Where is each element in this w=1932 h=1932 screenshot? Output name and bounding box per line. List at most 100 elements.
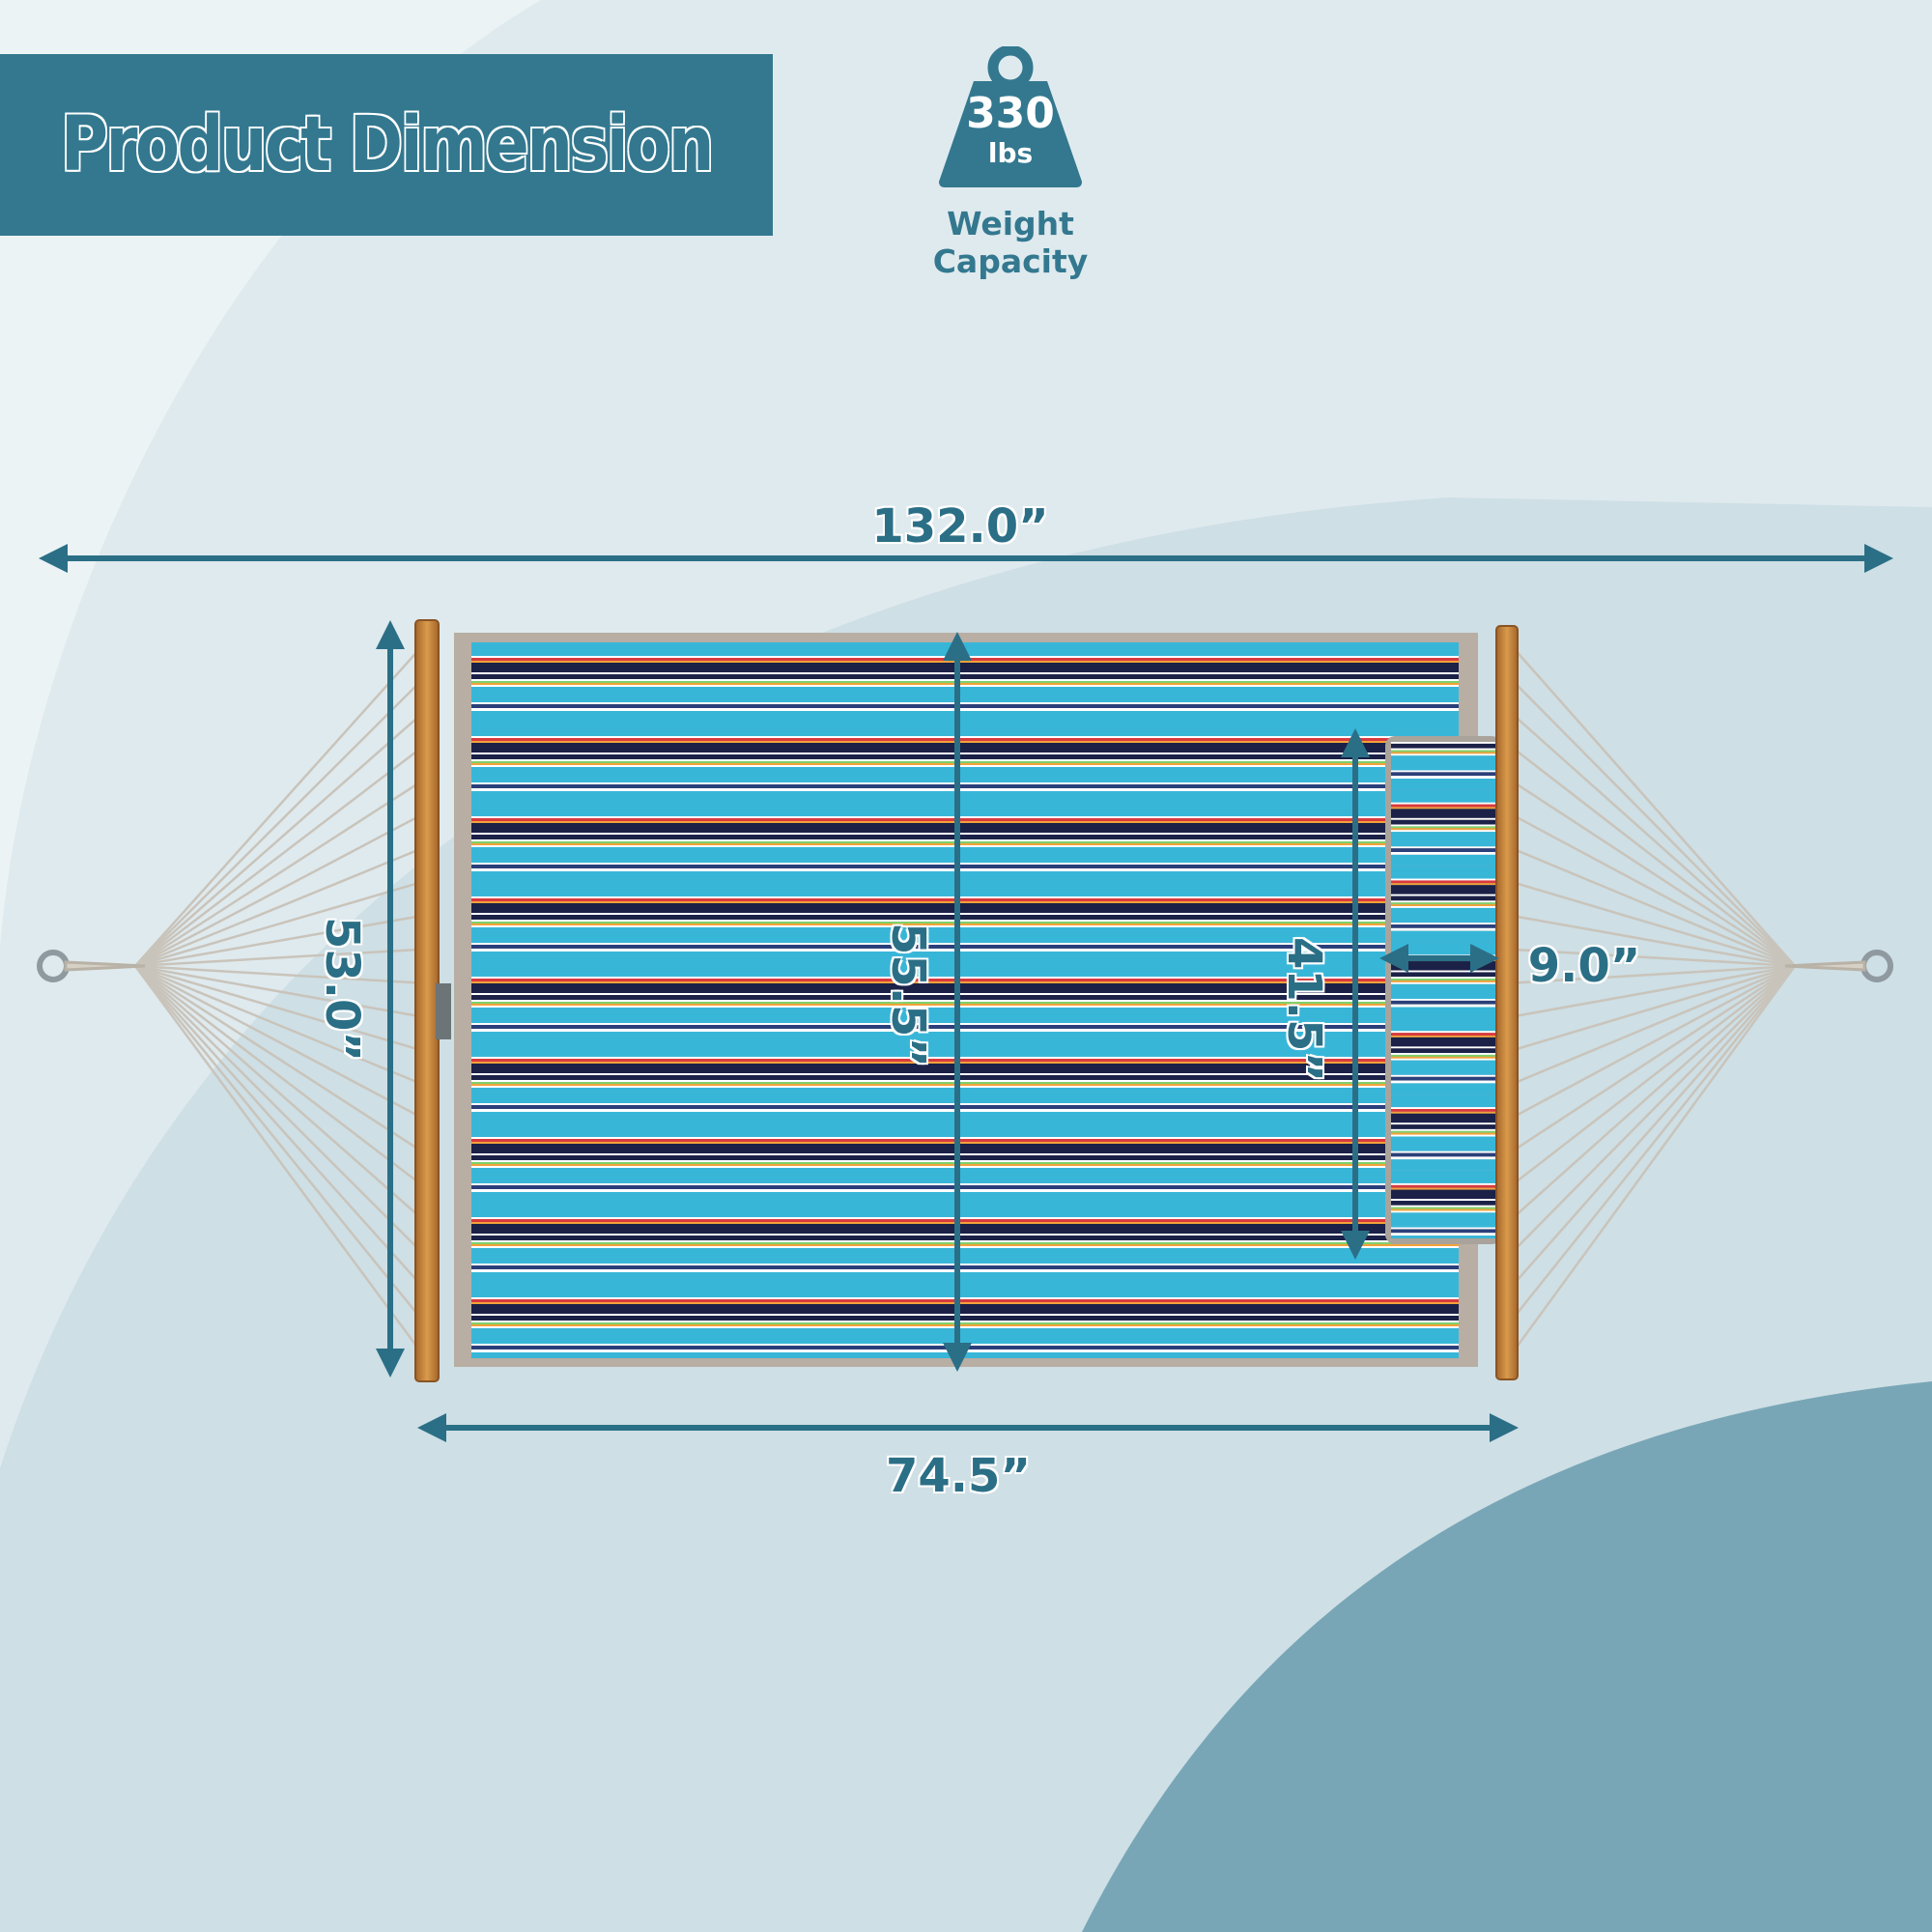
- rope: [134, 965, 422, 1186]
- rope: [134, 964, 422, 1086]
- bed-stripe: [471, 915, 1459, 920]
- pillow-stripe: [1391, 1156, 1495, 1160]
- bed-stripe: [471, 1224, 1459, 1234]
- bed-stripe: [471, 839, 1459, 841]
- pillow-stripe: [1391, 750, 1495, 753]
- bed-stripe: [471, 1139, 1459, 1142]
- pillow-stripe: [1391, 1199, 1495, 1201]
- pillow-stripe: [1391, 1201, 1495, 1206]
- pillow-stripe: [1391, 1159, 1495, 1171]
- pillow-stripe: [1391, 983, 1495, 999]
- title-banner: Product Dimension: [0, 54, 773, 236]
- bed-stripe: [471, 1160, 1459, 1162]
- pillow-stripe: [1391, 906, 1495, 908]
- rope: [134, 964, 422, 1052]
- bed-stripe: [471, 1112, 1459, 1123]
- rope: [134, 679, 422, 967]
- pillow-stripe: [1391, 846, 1495, 849]
- rope: [1512, 965, 1796, 1186]
- pillow-stripe: [1391, 1083, 1495, 1094]
- pillow-stripe: [1391, 1124, 1495, 1129]
- pillow-stripe: [1391, 880, 1495, 884]
- right-rope-knot: [1784, 960, 1866, 972]
- pillow-stripe: [1391, 753, 1495, 756]
- bed-stripe: [471, 1217, 1459, 1219]
- rope: [1512, 847, 1796, 968]
- rope: [1512, 965, 1796, 1253]
- pillow-stripe: [1391, 980, 1495, 982]
- bed-stripe: [471, 1088, 1459, 1103]
- bed-stripe: [471, 1328, 1459, 1344]
- background-dark-curve: [1082, 1381, 1932, 1932]
- bed-stripe: [471, 759, 1459, 761]
- bed-stripe: [471, 788, 1459, 791]
- pillow-stripe: [1391, 1053, 1495, 1055]
- rope: [1512, 964, 1796, 1086]
- pillow-stripe: [1391, 1122, 1495, 1125]
- pillow-stripe: [1391, 883, 1495, 886]
- pillow-stripe: [1391, 900, 1495, 903]
- bed-stripe: [471, 1352, 1459, 1358]
- bed-stripe: [471, 1304, 1459, 1314]
- rope: [134, 965, 422, 1253]
- bed-stripe: [471, 1189, 1459, 1192]
- bed-stripe: [471, 784, 1459, 788]
- rope: [1512, 964, 1796, 984]
- bed-stripe: [471, 761, 1459, 763]
- pillow-stripe: [1391, 1094, 1495, 1108]
- pillow-stripe: [1391, 942, 1495, 955]
- rope: [1512, 781, 1796, 968]
- bed-stripe: [471, 708, 1459, 711]
- pillow-stripe: [1391, 826, 1495, 829]
- pillow-stripe: [1391, 1189, 1495, 1200]
- bed-stripe: [471, 1265, 1459, 1269]
- rope: [134, 964, 422, 1152]
- bed-stripe: [471, 1183, 1459, 1185]
- bed-stripe: [471, 833, 1459, 835]
- bed-stripe: [471, 821, 1459, 823]
- bed-stripe: [471, 1192, 1459, 1204]
- bed-stripe: [471, 898, 1459, 901]
- bed-stripe: [471, 845, 1459, 847]
- pillow-length-label: 41.5”: [1277, 937, 1331, 1082]
- rope: [1512, 964, 1796, 1052]
- rope: [134, 881, 422, 968]
- rope: [134, 964, 422, 984]
- pillow-stripe: [1391, 1107, 1495, 1109]
- bed-stripe: [471, 1204, 1459, 1217]
- rope: [1512, 646, 1796, 967]
- bed-stripe: [471, 865, 1459, 868]
- pillow-stripe: [1391, 1109, 1495, 1112]
- bed-stripe: [471, 683, 1459, 685]
- bed-stripe: [471, 1299, 1459, 1302]
- pillow-stripe: [1391, 1076, 1495, 1081]
- rope: [134, 965, 422, 1321]
- pillow-stripe: [1391, 743, 1495, 749]
- bed-stripe: [471, 1166, 1459, 1168]
- bed-stripe: [471, 1105, 1459, 1109]
- rope: [134, 646, 422, 967]
- pillow-stripe: [1391, 742, 1495, 744]
- rope: [134, 948, 422, 968]
- pillow-stripe: [1391, 1033, 1495, 1036]
- rope: [1512, 914, 1796, 968]
- pillow-stripe: [1391, 1036, 1495, 1037]
- bed-stripe: [471, 1123, 1459, 1137]
- bed-stripe: [471, 843, 1459, 845]
- rope: [1512, 965, 1796, 1287]
- bed-stripe: [471, 1316, 1459, 1321]
- bed-stripe: [471, 661, 1459, 663]
- bed-stripe: [471, 883, 1459, 896]
- bed-stripe: [471, 903, 1459, 913]
- rope: [1512, 964, 1796, 1152]
- total-length-label: 132.0”: [871, 499, 1049, 554]
- bed-stripe: [471, 901, 1459, 903]
- dimension-arrows: [39, 544, 1893, 1442]
- bed-stripe: [471, 1164, 1459, 1166]
- bed-stripe: [471, 1350, 1459, 1352]
- bed-stripe: [471, 738, 1459, 741]
- right-suspension-ropes: [1511, 646, 1797, 1353]
- bed-stripe: [471, 672, 1459, 674]
- bed-stripe: [471, 847, 1459, 863]
- pillow-stripe: [1391, 1233, 1495, 1236]
